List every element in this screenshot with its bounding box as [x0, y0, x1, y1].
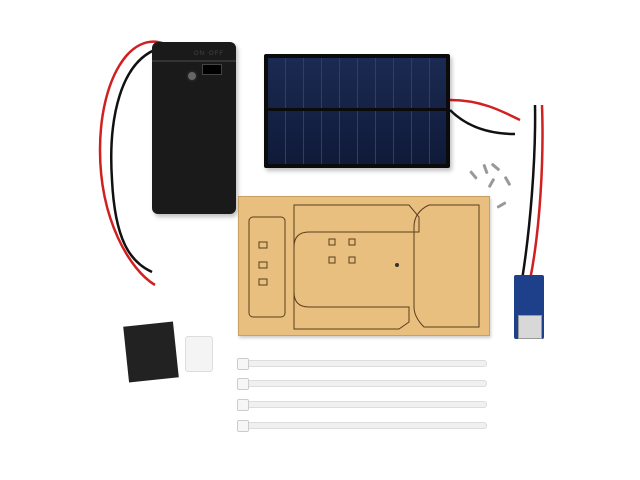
- cable-tie: [237, 378, 487, 390]
- usb-red-wire: [528, 104, 544, 281]
- usb-boost-module: [514, 275, 544, 339]
- dc-jack: [186, 70, 198, 82]
- screw: [469, 170, 478, 180]
- laser-cut-lines: [248, 204, 480, 330]
- power-switch: [202, 64, 222, 75]
- battery-holder: ON OFF: [152, 42, 236, 214]
- screw: [490, 162, 501, 172]
- cable-tie: [237, 420, 487, 432]
- battery-lid-seam: [152, 60, 236, 62]
- wooden-base-plate: [238, 196, 490, 336]
- screw: [496, 201, 507, 209]
- usb-port: [518, 315, 542, 339]
- on-label: ON: [194, 51, 205, 57]
- usb-black-wire: [520, 104, 537, 281]
- screw: [503, 175, 512, 187]
- off-label: OFF: [209, 51, 224, 57]
- screw: [482, 163, 489, 175]
- solar-black-wire: [449, 109, 516, 136]
- battery-black-wire: [110, 46, 161, 274]
- cable-tie: [237, 399, 487, 411]
- panel-divider: [268, 108, 446, 111]
- plastic-clip: [185, 336, 213, 372]
- battery-red-wire: [98, 40, 166, 287]
- switch-label: ON OFF: [194, 51, 228, 57]
- cable-tie: [237, 358, 487, 370]
- solar-panel: [264, 54, 450, 168]
- screw: [487, 177, 496, 189]
- solar-red-wire: [449, 98, 521, 122]
- foam-pad: [123, 321, 179, 383]
